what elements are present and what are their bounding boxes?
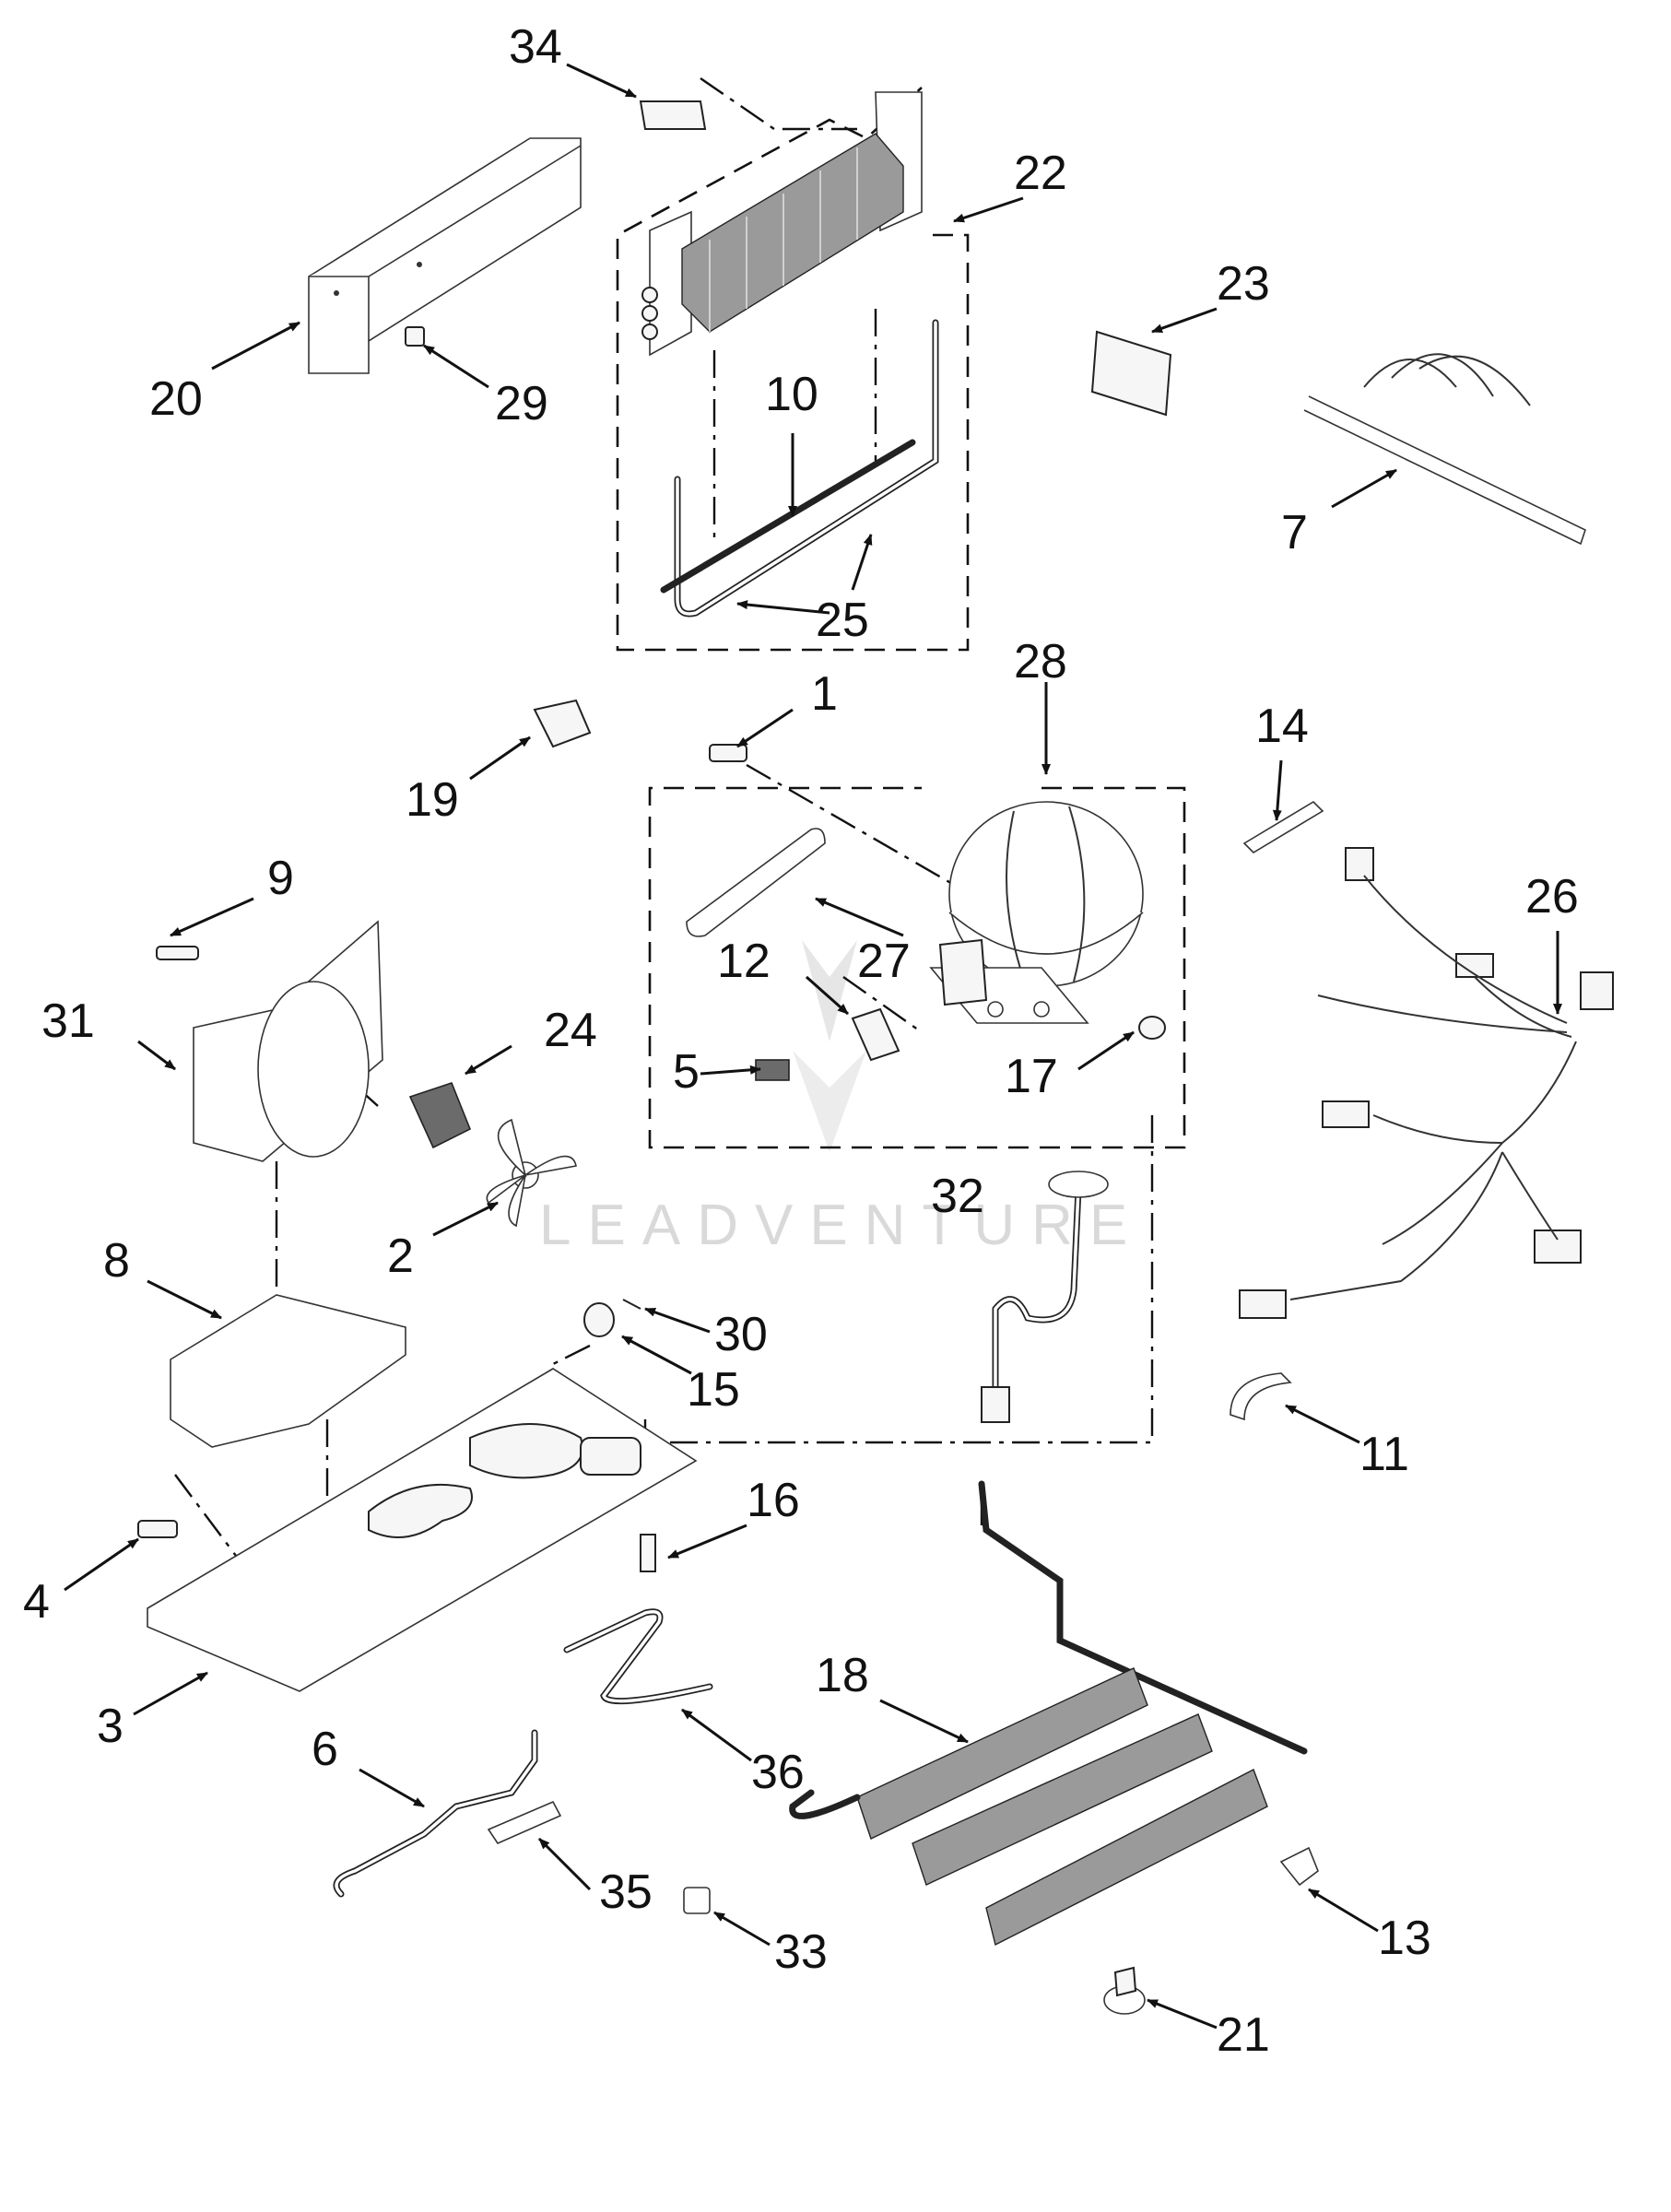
callout-20: 20 [149, 372, 203, 426]
callout-9: 9 [267, 852, 294, 905]
part-23-control-board [1090, 330, 1172, 417]
callout-32: 32 [931, 1170, 984, 1223]
callout-19: 19 [406, 773, 459, 827]
callout-22: 22 [1014, 147, 1067, 200]
watermark-text: LEADVENTURE [539, 1194, 1144, 1257]
callout-24: 24 [544, 1004, 597, 1057]
part-16-bolt [640, 1534, 656, 1572]
callout-34: 34 [509, 20, 562, 74]
leader-lines [64, 63, 1562, 2030]
callout-7: 7 [1281, 506, 1308, 559]
watermark: LEADVENTURE [539, 940, 1144, 1257]
callout-8: 8 [103, 1234, 130, 1288]
part-4-screw [137, 1520, 178, 1538]
callout-11: 11 [1359, 1428, 1409, 1481]
callout-25: 25 [816, 594, 869, 647]
part-2-fan-blade [486, 1118, 577, 1228]
callout-13: 13 [1378, 1912, 1431, 1965]
callout-33: 33 [774, 1925, 828, 1979]
part-18-condenser [789, 1480, 1308, 1947]
part-26-wire-harness [1239, 847, 1614, 1319]
part-7-wire-harness [1303, 353, 1586, 546]
callout-12: 12 [717, 935, 771, 988]
callout-4: 4 [23, 1575, 50, 1629]
evaporator-group-boundary [616, 87, 970, 652]
part-24-fan-motor [408, 1082, 472, 1149]
part-27-drier [686, 828, 826, 937]
callout-26: 26 [1525, 870, 1579, 924]
callout-18: 18 [816, 1649, 869, 1702]
callout-5: 5 [673, 1045, 700, 1099]
callout-29: 29 [495, 377, 548, 430]
part-11-clip [1230, 1372, 1292, 1421]
callout-6: 6 [312, 1723, 338, 1776]
part-22-evaporator [641, 91, 923, 357]
part-14-strap [1242, 800, 1324, 854]
callout-1: 1 [811, 667, 838, 721]
callout-27: 27 [857, 935, 911, 988]
callout-labels: 34 22 23 20 29 10 7 25 28 1 14 19 26 27 … [23, 20, 1579, 2062]
part-29-clip [405, 326, 425, 347]
part-33-bushing [683, 1887, 711, 1914]
part-12-relay [851, 1007, 900, 1062]
callout-2: 2 [387, 1230, 414, 1283]
part-10-defrost-heater [660, 319, 939, 618]
part-19-fitting [533, 699, 592, 748]
callout-15: 15 [687, 1363, 740, 1417]
callout-3: 3 [97, 1700, 124, 1753]
callout-21: 21 [1217, 2008, 1270, 2062]
part-34-pad [639, 100, 707, 130]
part-32-drain-tube [981, 1171, 1109, 1423]
callout-23: 23 [1217, 257, 1270, 311]
part-30-pin [622, 1299, 641, 1310]
part-3-base-plate [147, 1368, 698, 1692]
callout-35: 35 [599, 1865, 653, 1919]
part-15-fitting [583, 1302, 615, 1337]
callout-28: 28 [1014, 635, 1067, 688]
callout-17: 17 [1005, 1050, 1058, 1103]
callout-30: 30 [714, 1308, 768, 1361]
part-36-hose [563, 1608, 713, 1705]
callout-31: 31 [41, 994, 95, 1048]
part-28-compressor [929, 801, 1144, 1024]
callout-10: 10 [765, 368, 818, 421]
compressor-group-boundary [648, 786, 1186, 1149]
part-8-bracket [170, 1294, 406, 1448]
callout-14: 14 [1255, 700, 1309, 753]
part-6-tube [333, 1729, 538, 1898]
part-35-sleeve [487, 1800, 562, 1845]
part-9-screw [156, 946, 199, 960]
callout-36: 36 [751, 1746, 805, 1799]
part-1-screw [709, 744, 747, 762]
part-13-clip [1279, 1846, 1319, 1887]
part-17-grommet [1138, 1016, 1166, 1040]
callout-16: 16 [747, 1474, 800, 1527]
part-5-overload [755, 1059, 790, 1081]
part-31-fan-shroud [193, 920, 383, 1162]
part-21-foot [1103, 1966, 1146, 2015]
part-20-evaporator-cover [308, 137, 582, 374]
